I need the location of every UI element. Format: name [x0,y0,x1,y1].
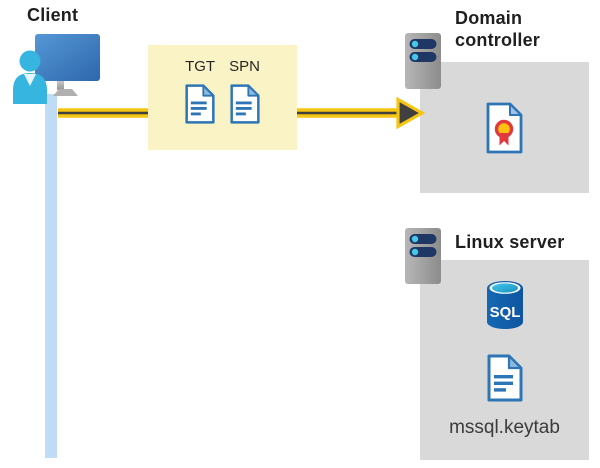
spn-label: SPN [229,58,260,75]
document-icon [185,84,215,124]
linux-server-title: Linux server [455,232,565,252]
sql-database-icon: SQL [486,281,523,329]
domain-controller-title: Domain controller [455,8,541,50]
server-icon [405,33,441,89]
person-icon [19,50,41,72]
certificate-icon [486,102,523,153]
keytab-file-label: mssql.keytab [449,417,560,438]
client-title: Client [27,5,79,25]
tgt-ticket: TGT [185,58,215,127]
sql-label: SQL [489,304,520,321]
ticket-box: TGT SPN [148,45,297,150]
workstation-user-icon [13,34,100,104]
domain-controller-box [420,62,589,193]
monitor-icon [35,34,100,81]
document-icon [487,354,522,402]
document-icon [229,84,260,124]
client-lifeline [45,94,57,458]
tgt-label: TGT [185,58,216,75]
linux-server-box: SQL mssql.keytab [420,260,589,460]
server-icon [405,228,441,284]
spn-ticket: SPN [229,58,260,127]
